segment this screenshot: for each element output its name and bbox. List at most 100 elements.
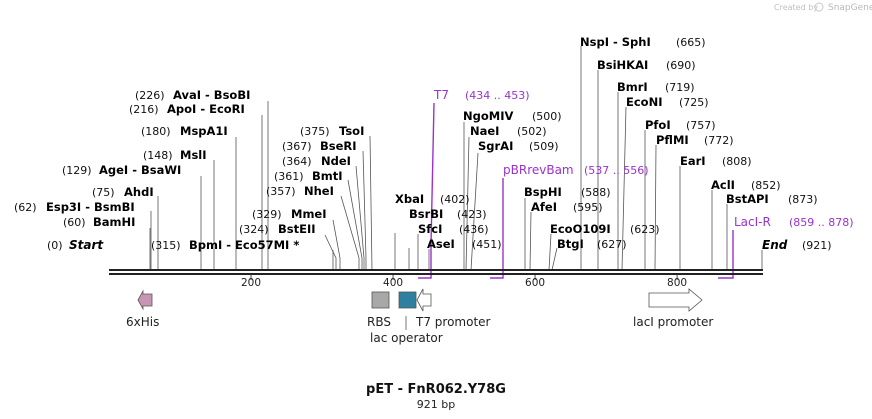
site-pos-avai: (226) [135, 89, 165, 102]
site-pos-pfoi: (757) [686, 119, 716, 132]
site-name-sgrai: SgrAI [478, 139, 513, 153]
site-pos-sgrai: (509) [529, 140, 559, 153]
feature-rbs: RBS [367, 291, 391, 329]
start-marker: (0) Start [47, 238, 104, 252]
site-name-bseri: BseRI [320, 139, 357, 153]
snapgene-watermark: Created by SnapGene [774, 2, 872, 13]
end-pos: (921) [802, 239, 832, 252]
site-name-ahdi: AhdI [124, 185, 154, 199]
cut-line-bsteii [324, 234, 337, 270]
site-pos-sphi: (665) [676, 36, 706, 49]
site-pos-btgi: (627) [597, 238, 627, 251]
site-name-bsihkai: BsiHKAI [597, 58, 648, 72]
cut-line-pflmi [654, 144, 657, 271]
site-pos-bpmi: (315) [151, 239, 181, 252]
primer-line-laci-r [718, 230, 734, 279]
site-pos-eari: (808) [722, 155, 752, 168]
primer-range-pbrrevbam: (537 .. 556) [584, 164, 649, 177]
site-pos-bstapi: (873) [788, 193, 818, 206]
site-name-eari: EarI [680, 154, 706, 168]
site-pos-nhei: (357) [266, 185, 296, 198]
site-name-econi: EcoNI [626, 95, 662, 109]
feature-lac-operator: lac operator [370, 291, 443, 345]
backbone-bottom-strand [109, 273, 763, 275]
sequence-backbone [109, 269, 763, 275]
cut-line-naei [465, 136, 470, 271]
site-name-avai: AvaI - BsoBI [173, 88, 250, 102]
cut-line-bmti [347, 179, 363, 270]
site-pos-bsphi: (588) [581, 186, 611, 199]
map-title: pET - FnR062.Y78G [366, 382, 506, 397]
features: 6xHis RBS lac operator T7 promoter lacI … [126, 288, 713, 345]
site-name-mspa1i: MspA1I [180, 124, 228, 138]
end-label: End [762, 238, 788, 252]
cut-line-bseri [362, 150, 367, 270]
site-name-sphi: NspI - SphI [580, 35, 651, 49]
cut-line-tsoi [369, 135, 373, 271]
site-pos-ngomiv: (500) [532, 110, 562, 123]
primer-range-laci-r: (859 .. 878) [789, 216, 854, 229]
feature-label-laci-promoter: lacI promoter [633, 315, 713, 329]
primer-line-t7 [418, 102, 435, 279]
feature-arrow-6xhis [137, 289, 153, 311]
feature-laci-promoter: lacI promoter [633, 288, 713, 329]
site-pos-agei: (129) [62, 164, 92, 177]
feature-label-lac-operator: lac operator [370, 331, 443, 345]
site-name-ndei: NdeI [321, 154, 351, 168]
site-name-bsteii: BstEII [278, 222, 316, 236]
site-name-pfoi: PfoI [645, 118, 671, 132]
cut-line-sgrai [470, 152, 479, 271]
site-name-bmti: BmtI [312, 169, 343, 183]
feature-label-6xhis: 6xHis [126, 315, 159, 329]
site-name-acli: AclI [711, 178, 735, 192]
cut-line-afei [529, 211, 532, 271]
site-pos-naei: (502) [517, 125, 547, 138]
ruler-tick-label-600: 600 [525, 277, 545, 289]
feature-box-rbs [371, 291, 390, 309]
site-pos-esp3i: (62) [14, 201, 37, 214]
site-name-bsphi: BspHI [524, 185, 562, 199]
site-pos-pflmi: (772) [704, 134, 734, 147]
feature-box-lac-operator [398, 291, 417, 309]
site-name-esp3i: Esp3I - BsmBI [46, 200, 135, 214]
site-pos-ecori: (216) [129, 103, 159, 116]
primer-name-laci-r: LacI-R [734, 215, 771, 229]
ruler-tick-label-400: 400 [383, 277, 403, 289]
site-pos-ecoo109i: (623) [630, 223, 660, 236]
site-name-bstapi: BstAPI [726, 192, 769, 206]
cut-line-mmei [332, 219, 341, 270]
site-name-pflmi: PflMI [656, 133, 689, 147]
site-name-bmri: BmrI [617, 80, 648, 94]
site-pos-bseri: (367) [282, 140, 312, 153]
site-name-tsoi: TsoI [339, 124, 364, 138]
site-pos-xbai: (402) [440, 193, 470, 206]
end-marker: End (921) [762, 238, 832, 252]
site-name-naei: NaeI [470, 124, 499, 138]
map-subtitle: 921 bp [417, 398, 455, 411]
site-name-btgi: BtgI [557, 237, 584, 251]
site-name-ngomiv: NgoMIV [463, 109, 513, 123]
primer-line-pbrrevbam [490, 178, 504, 279]
site-name-ecoo109i: EcoO109I [550, 222, 611, 236]
site-pos-bsteii: (324) [239, 223, 269, 236]
site-name-agei: AgeI - BsaWI [99, 163, 181, 177]
site-pos-ndei: (364) [282, 155, 312, 168]
primer-name-pbrrevbam: pBRrevBam [503, 163, 574, 177]
site-pos-bsihkai: (690) [666, 59, 696, 72]
backbone-top-strand [109, 269, 763, 271]
site-pos-mmei: (329) [252, 208, 282, 221]
site-name-afei: AfeI [531, 200, 557, 214]
site-pos-econi: (725) [679, 96, 709, 109]
site-name-msli: MslI [180, 148, 207, 162]
primer-labels: T7 (434 .. 453) pBRrevBam (537 .. 556) L… [433, 88, 854, 229]
site-name-ecori: ApoI - EcoRI [167, 102, 245, 116]
start-label: Start [69, 238, 104, 252]
site-pos-bmri: (719) [665, 81, 695, 94]
site-pos-sfci: (436) [459, 223, 489, 236]
site-pos-bamhi: (60) [63, 216, 86, 229]
site-name-asei: AseI [427, 237, 455, 251]
cut-line-ecoo109i [548, 233, 552, 271]
cut-line-ndei [355, 165, 365, 270]
